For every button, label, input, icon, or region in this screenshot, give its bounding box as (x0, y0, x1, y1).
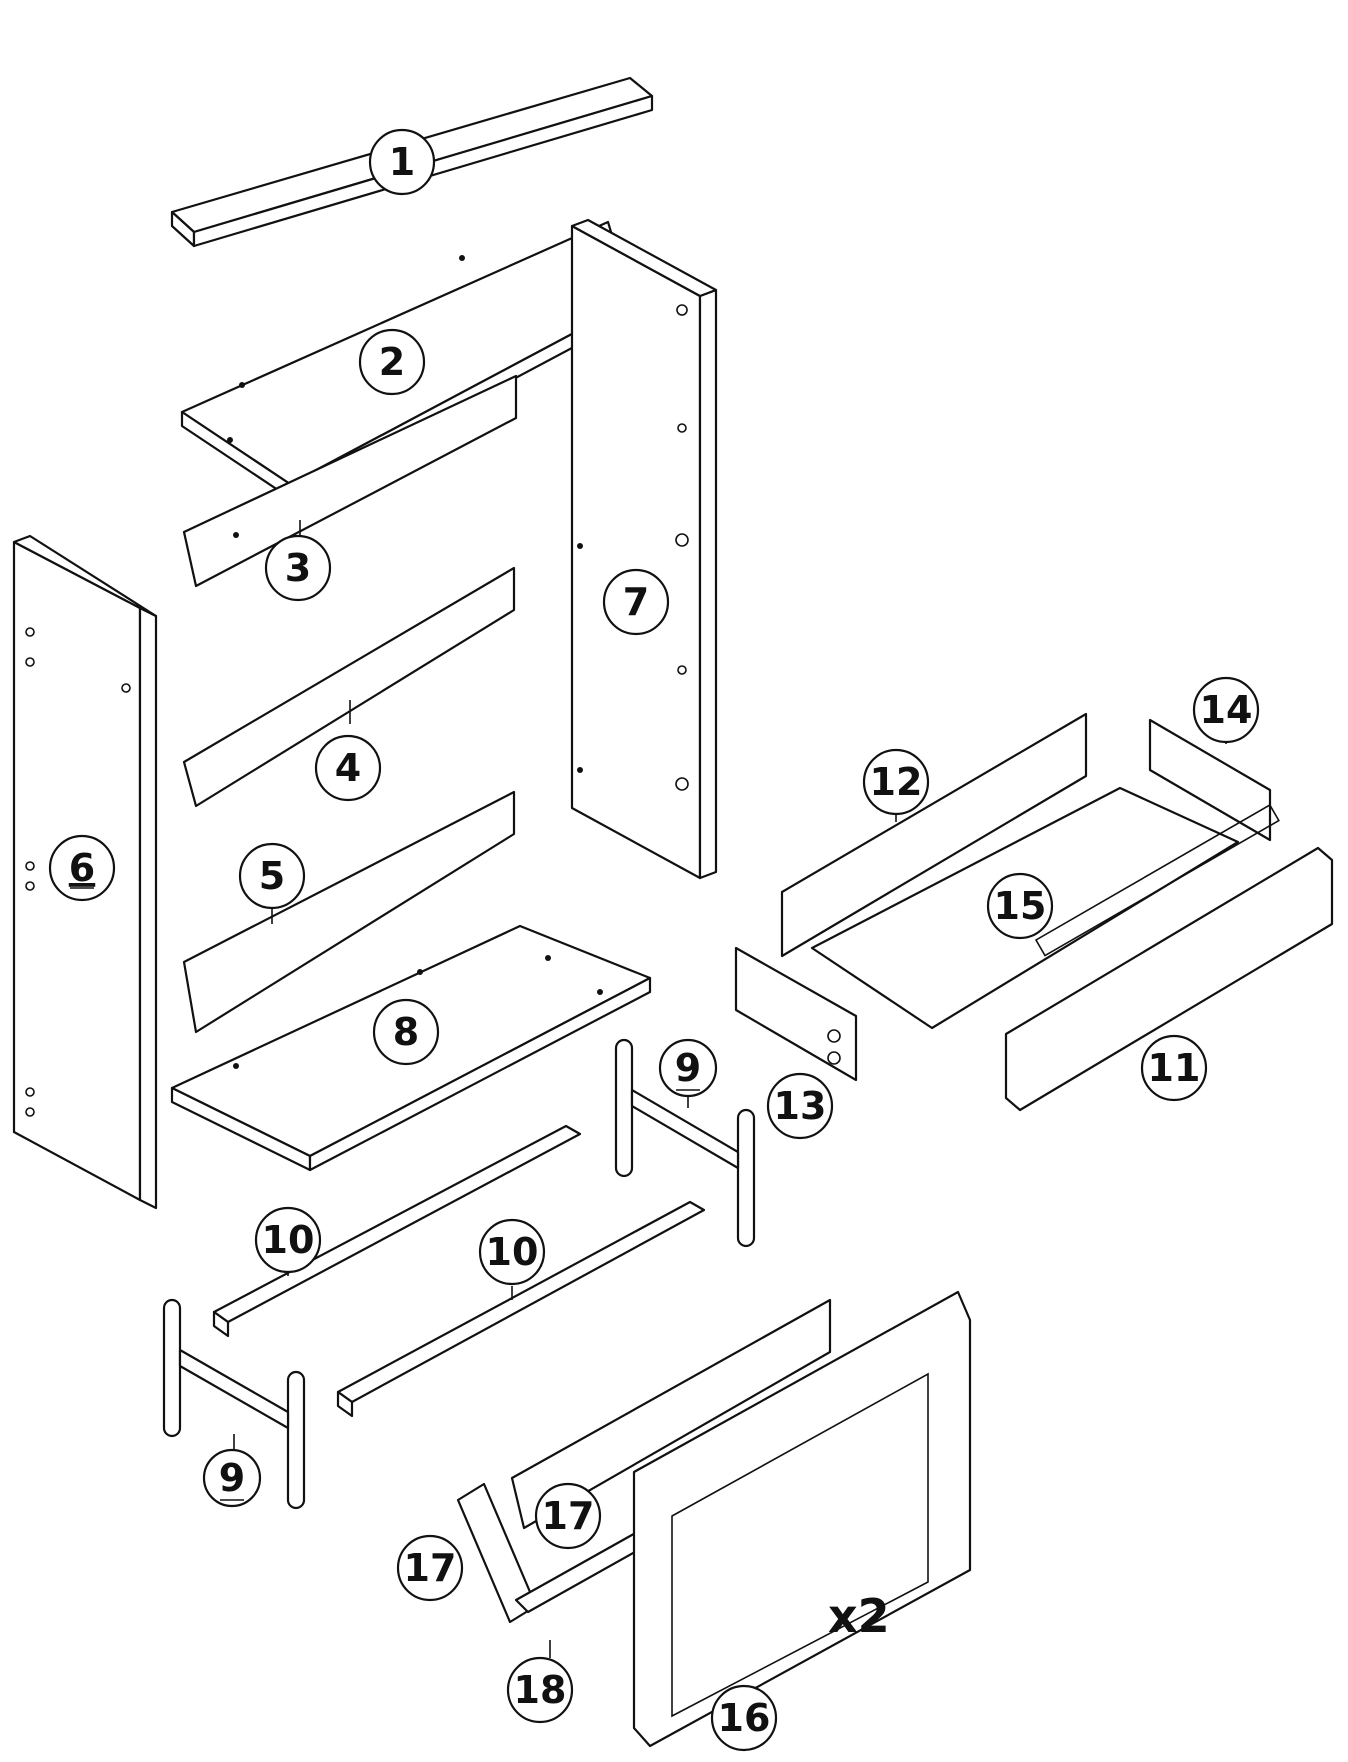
part-14-drawer-side (1148, 718, 1272, 842)
callout-label: 4 (335, 746, 361, 790)
callout-part-1: 1 (368, 128, 436, 196)
callout-part-17-left: 17 (396, 1534, 464, 1602)
part-9-leg-frame-upper (614, 1038, 756, 1248)
part-5-rail (182, 790, 516, 1034)
callout-part-11: 11 (1140, 1034, 1208, 1102)
part-11-drawer-front (1004, 803, 1334, 1112)
callout-label: 10 (486, 1230, 539, 1274)
callout-label: 17 (404, 1546, 457, 1590)
callout-part-4: 4 (314, 734, 382, 802)
callout-part-14: 14 (1192, 676, 1260, 744)
callout-label: 12 (870, 760, 923, 804)
callout-label: 10 (262, 1218, 315, 1262)
callout-label: 9 (219, 1456, 245, 1500)
part-9-leg-frame-lower (162, 1298, 306, 1510)
callout-label: 6 (69, 846, 95, 890)
callout-label: 11 (1148, 1046, 1201, 1090)
part-4-rail (182, 566, 516, 808)
callout-part-8: 8 (372, 998, 440, 1066)
part-7-right-side-panel (570, 218, 718, 880)
part-3-back-rail (182, 374, 518, 588)
callout-label: 3 (285, 546, 311, 590)
callout-part-6: 6 (48, 834, 116, 902)
callout-part-9-lower: 9 (202, 1448, 262, 1508)
part-10-rail-lower (336, 1200, 706, 1418)
callout-label: 8 (393, 1010, 419, 1054)
callout-part-13: 13 (766, 1072, 834, 1140)
part-12-drawer-back (780, 712, 1088, 958)
callout-label: 7 (623, 580, 649, 624)
callout-label: 15 (994, 884, 1047, 928)
callout-part-12: 12 (862, 748, 930, 816)
part-16-door-panel (632, 1290, 972, 1748)
callout-part-10-upper: 10 (254, 1206, 322, 1274)
callout-part-16: 16 (710, 1684, 778, 1752)
callout-part-17-right: 17 (534, 1482, 602, 1550)
callout-label: 1 (389, 140, 415, 184)
callout-part-2: 2 (358, 328, 426, 396)
quantity-note: x2 (828, 1589, 890, 1643)
callout-part-7: 7 (602, 568, 670, 636)
part-17-door-stile-right (510, 1298, 832, 1530)
part-10-rail-upper (212, 1124, 582, 1338)
callout-label: 16 (718, 1696, 771, 1740)
callout-label: 18 (514, 1668, 567, 1712)
callout-label: 14 (1200, 688, 1253, 732)
callout-label: 9 (675, 1046, 701, 1090)
callout-label: 5 (259, 854, 285, 898)
callout-part-3: 3 (264, 534, 332, 602)
callout-label: 17 (542, 1494, 595, 1538)
callout-label: 2 (379, 340, 405, 384)
callout-part-18: 18 (506, 1656, 574, 1724)
part-13-drawer-side (734, 946, 858, 1082)
callout-part-5: 5 (238, 842, 306, 910)
callout-part-10-lower: 10 (478, 1218, 546, 1286)
callout-part-9-upper: 9 (658, 1038, 718, 1098)
callout-label: 13 (774, 1084, 827, 1128)
callout-part-15: 15 (986, 872, 1054, 940)
